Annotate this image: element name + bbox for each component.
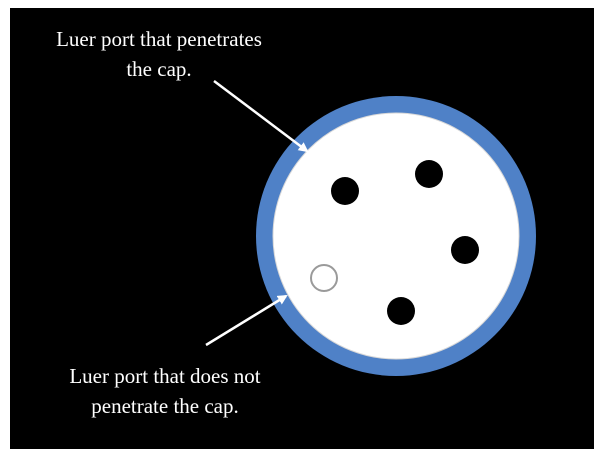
label-penetrating-line1: Luer port that penetrates — [56, 27, 262, 51]
label-non-penetrating-line1: Luer port that does not — [69, 364, 261, 388]
label-penetrating-port: Luer port that penetrates the cap. — [10, 24, 308, 84]
luer-port-penetrating — [387, 297, 415, 325]
luer-port-non-penetrating — [310, 264, 338, 292]
arrow-penetrating — [213, 80, 309, 153]
label-non-penetrating-port: Luer port that does not penetrate the ca… — [10, 361, 320, 421]
label-penetrating-line2: the cap. — [126, 57, 192, 81]
luer-port-penetrating — [415, 160, 443, 188]
cap-diagram-svg — [205, 80, 536, 376]
luer-port-penetrating — [451, 236, 479, 264]
luer-port-penetrating — [331, 177, 359, 205]
arrow-non-penetrating — [205, 294, 288, 347]
label-non-penetrating-line2: penetrate the cap. — [91, 394, 239, 418]
cap-face — [272, 112, 520, 360]
diagram-canvas: Luer port that penetrates the cap. Luer … — [10, 8, 594, 449]
